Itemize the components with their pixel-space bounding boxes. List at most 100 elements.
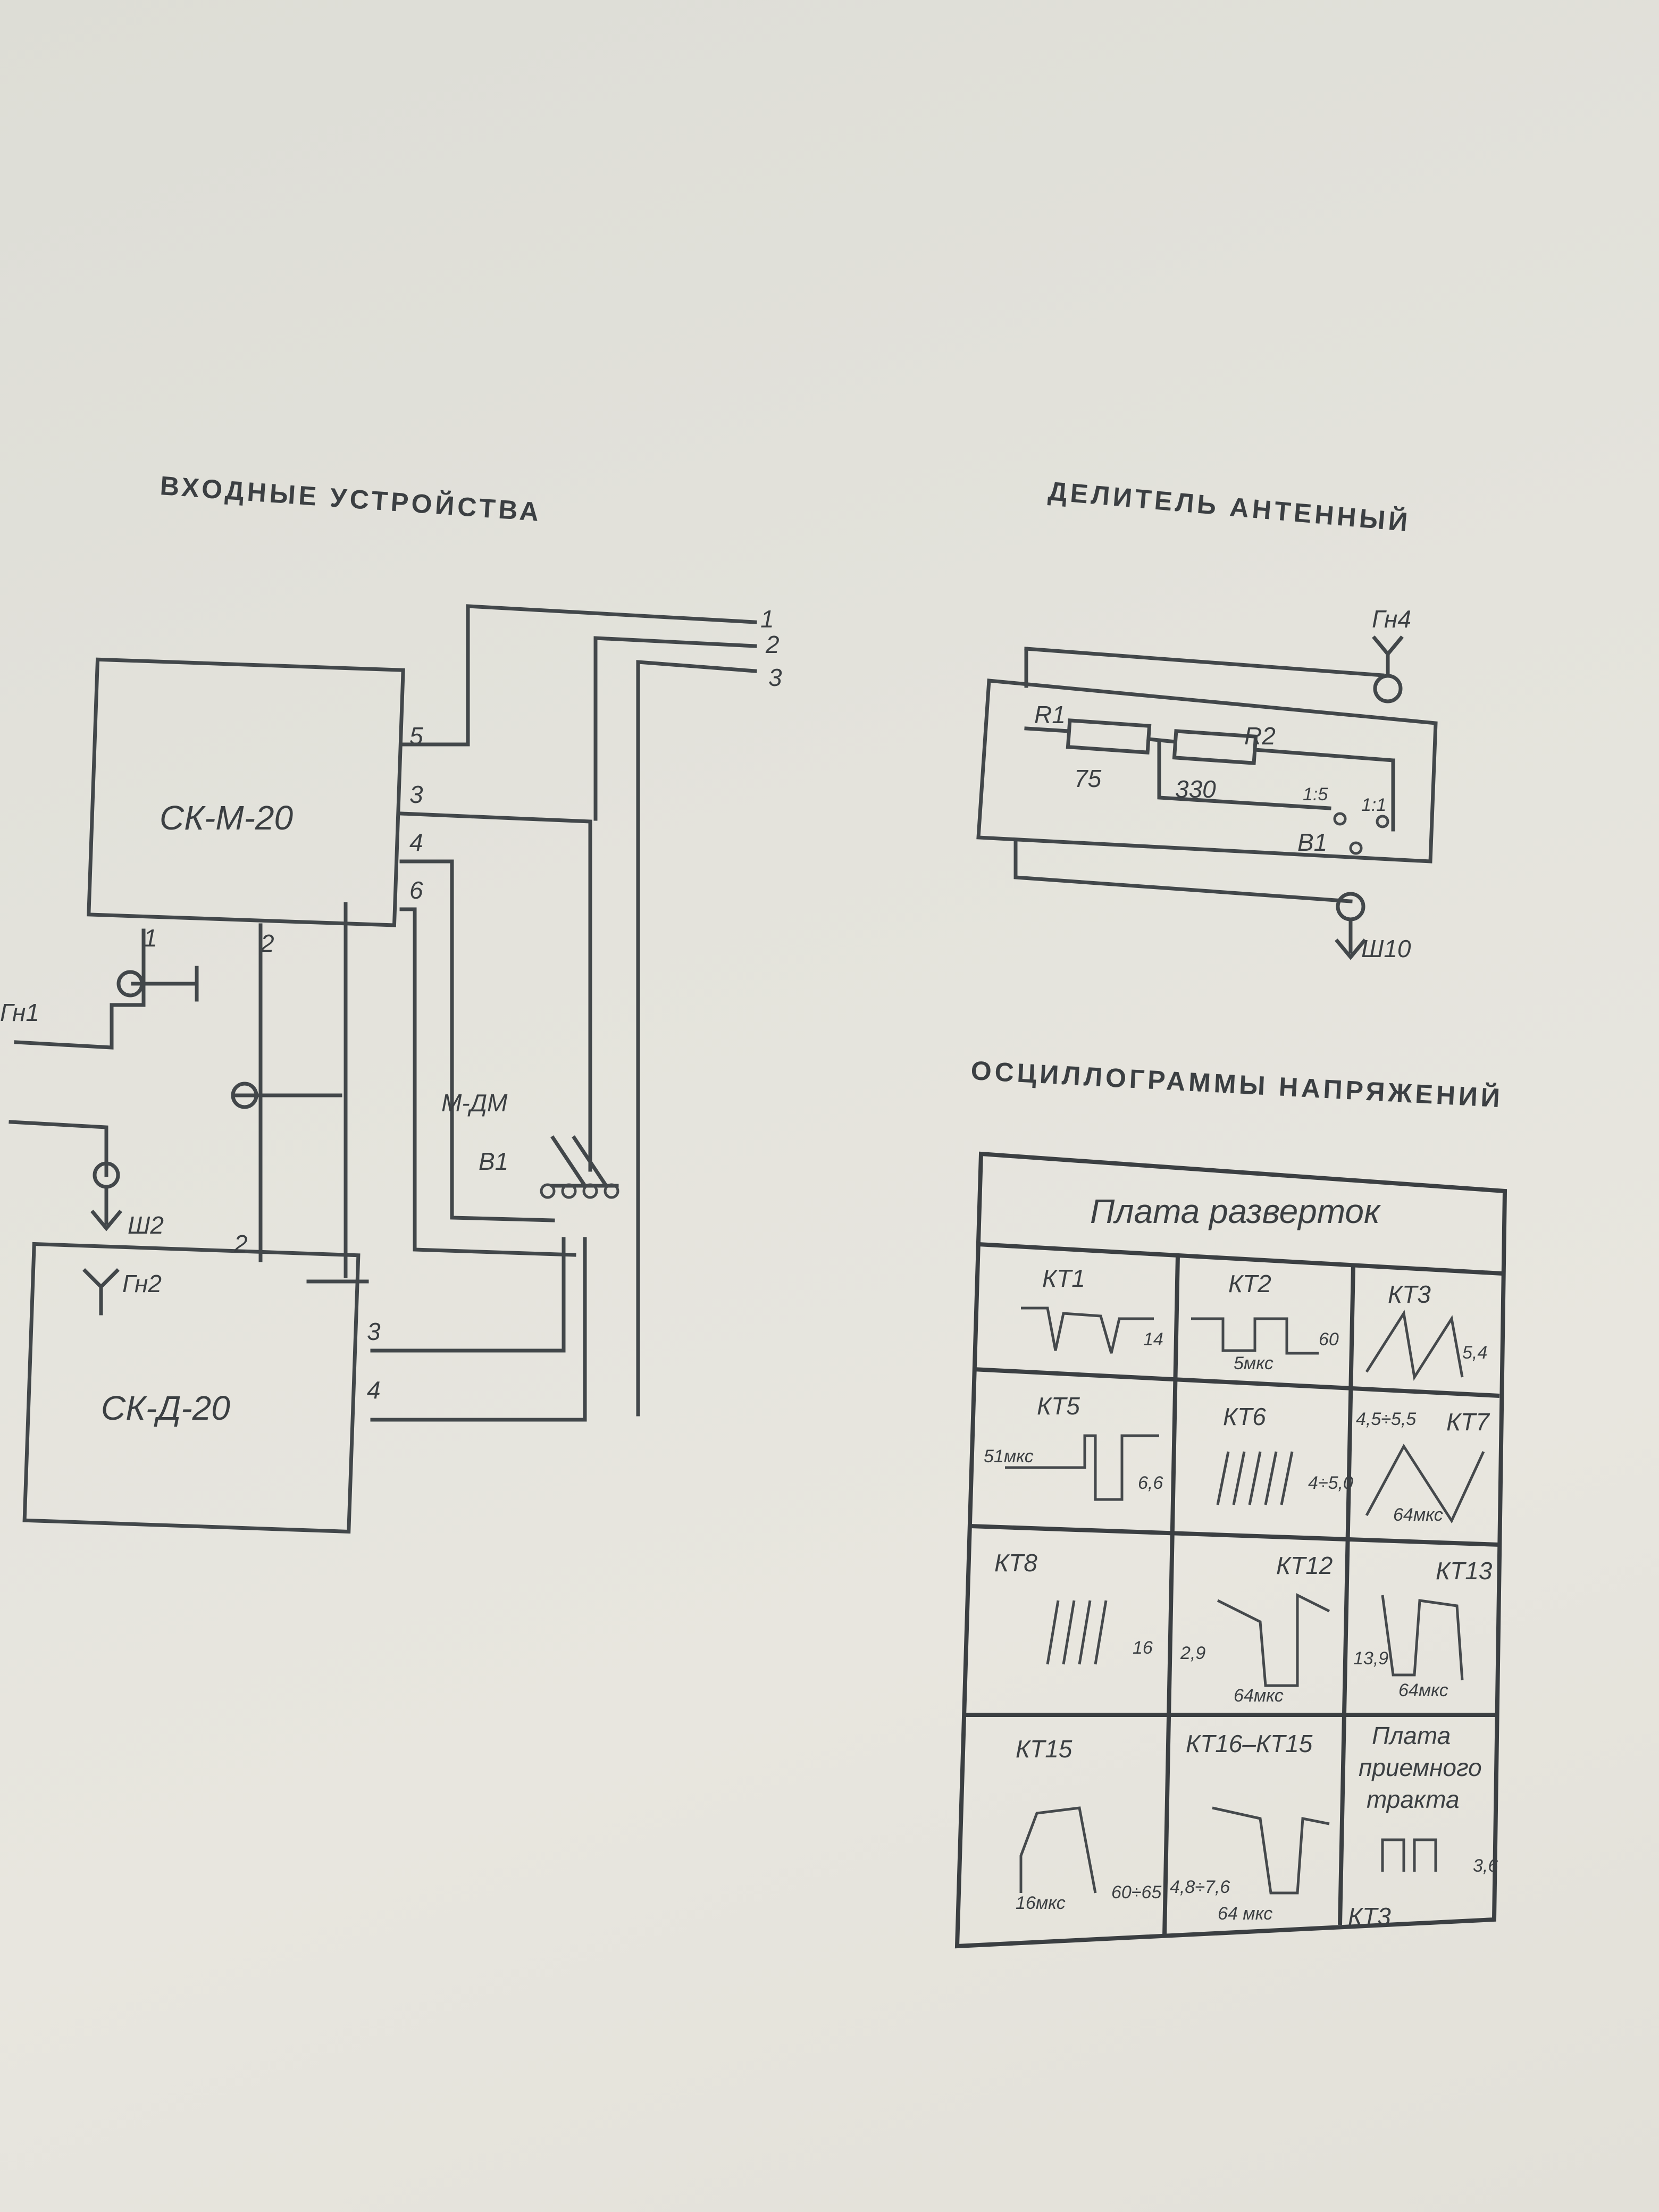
cell-kt16-kt15: КТ16–КТ15 4,8÷7,6 64 мкс: [1170, 1730, 1330, 1924]
block-bottom: [22, 1242, 361, 1534]
resistor-r1: [1066, 718, 1152, 755]
cell-title-line: приемного: [1359, 1754, 1482, 1781]
waveform: [1217, 1593, 1330, 1687]
oscillograms-section: ОСЦИЛЛОГРАММЫ НАПРЯЖЕНИЙ Плата разверток…: [954, 1055, 1507, 1949]
waveform: [1365, 1444, 1485, 1524]
cell-value: 6,6: [1138, 1473, 1163, 1493]
pin-label: 3: [367, 1318, 381, 1345]
waveform: [1046, 1600, 1108, 1665]
plug-arrow-icon: [90, 1186, 122, 1231]
r1-ref: R1: [1034, 701, 1066, 728]
output-wire-3: [636, 660, 757, 1417]
table-rule: [973, 1367, 1500, 1398]
cell-note: 64мкс: [1398, 1680, 1448, 1700]
cell-kt1: КТ1 14: [1021, 1264, 1163, 1354]
pin-label: 2: [233, 1230, 248, 1258]
contact-icon: [1376, 815, 1389, 828]
contact-icon: [604, 1183, 619, 1199]
switch-pos-a: 1:5: [1303, 784, 1328, 805]
oscillograms-heading: ОСЦИЛЛОГРАММЫ НАПРЯЖЕНИЙ: [970, 1055, 1504, 1113]
switch-label: М-ДМ: [441, 1089, 508, 1117]
socket-icon: [231, 1082, 258, 1109]
wire-bottom: [1013, 838, 1353, 903]
cell-name: КТ5: [1037, 1392, 1080, 1420]
block-bottom-label: СК-Д-20: [101, 1389, 230, 1427]
waveform: [1381, 1838, 1437, 1872]
block-top-label: СК-М-20: [160, 799, 293, 837]
waveform: [1191, 1317, 1319, 1355]
waveform: [1019, 1806, 1097, 1893]
cell-kt3: КТ3 5,4: [1365, 1280, 1487, 1381]
output-label: 3: [768, 664, 782, 691]
cell-note: 64 мкс: [1218, 1904, 1272, 1924]
cell-kt7: КТ7 4,5÷5,5 64мкс: [1356, 1408, 1490, 1525]
r2-ref: R2: [1244, 722, 1276, 750]
cell-name: КТ12: [1276, 1552, 1333, 1579]
waveform: [1381, 1595, 1464, 1681]
contact-icon: [1349, 841, 1363, 855]
output-wire-2: [593, 636, 757, 821]
antenna-icon: [82, 1268, 120, 1316]
cell-name: КТ16–КТ15: [1186, 1730, 1313, 1757]
jack-label: Ш2: [128, 1211, 164, 1239]
contact-icon: [582, 1183, 598, 1199]
cell-value: 60: [1319, 1329, 1339, 1350]
cell-kt6: КТ6 4÷5,0: [1216, 1403, 1353, 1505]
pin-label: 6: [409, 876, 423, 904]
waveform: [1021, 1306, 1154, 1354]
cell-kt12: КТ12 2,9 64мкс: [1180, 1552, 1333, 1706]
cell-note: 16мкс: [1016, 1893, 1066, 1913]
cell-kt5: КТ5 51мкс 6,6: [984, 1392, 1163, 1501]
cell-name: КТ6: [1223, 1403, 1266, 1430]
cell-value: 5,4: [1462, 1343, 1487, 1363]
cell-name: КТ7: [1446, 1408, 1490, 1436]
waveform: [1365, 1310, 1464, 1381]
wire-pin1: [110, 928, 146, 1007]
cell-name: КТ13: [1436, 1557, 1493, 1585]
input-devices-heading: ВХОДНЫЕ УСТРОЙСТВА: [159, 470, 543, 527]
pin-label: 4: [367, 1376, 381, 1404]
cell-name: КТ1: [1042, 1264, 1085, 1292]
table-rule: [978, 1242, 1503, 1276]
table-rule: [1338, 1265, 1355, 1925]
wire-gn1: [14, 1003, 114, 1050]
antenna-icon: [1372, 635, 1404, 677]
cell-kt13: КТ13 13,9 64мкс: [1353, 1557, 1493, 1700]
cell-name: КТ2: [1228, 1270, 1271, 1297]
cell-kt2: КТ2 5мкс 60: [1191, 1270, 1339, 1373]
plug-arrow-icon: [1335, 918, 1367, 960]
cell-value: 2,9: [1180, 1643, 1205, 1663]
cell-value: 4÷5,0: [1308, 1473, 1353, 1493]
antenna-divider-heading: ДЕЛИТЕЛЬ АНТЕННЫЙ: [1047, 475, 1412, 537]
divider-wiring: [1024, 726, 1395, 810]
output-label: 1: [760, 605, 774, 633]
waveform: [1216, 1451, 1294, 1505]
cell-value: 4,8÷7,6: [1170, 1877, 1230, 1897]
wire-top: [1024, 647, 1385, 688]
divider-frame: [976, 678, 1438, 864]
cell-note: 51мкс: [984, 1446, 1034, 1467]
cell-name: КТ15: [1016, 1735, 1073, 1763]
jack-top-label: Гн4: [1372, 605, 1411, 633]
socket-icon: [1336, 892, 1365, 921]
pin-label: 3: [409, 781, 423, 808]
cell-kt15: КТ15 16мкс 60÷65: [1016, 1735, 1161, 1913]
wire-bottom-3: [370, 1237, 566, 1353]
plug-bottom-label: Ш10: [1361, 935, 1411, 962]
cell-receiver-kt3: Плата приемного тракта 3,6 КТ3: [1348, 1722, 1498, 1930]
output-label: 2: [765, 631, 780, 658]
r2-value: 330: [1175, 775, 1216, 803]
pin-label: 1: [144, 924, 157, 952]
switch-contacts-icon: [550, 1135, 619, 1188]
wire-pin6: [399, 907, 576, 1257]
contact-icon: [540, 1183, 556, 1199]
resistor-r2: [1172, 729, 1258, 765]
r1-value: 75: [1074, 765, 1102, 792]
cell-value: 4,5÷5,5: [1356, 1409, 1416, 1429]
cell-title-line: тракта: [1367, 1786, 1460, 1813]
jack-label: Гн1: [0, 999, 39, 1026]
cell-value: 14: [1143, 1329, 1163, 1350]
wire-pin3: [399, 811, 592, 1172]
waveform: [1212, 1806, 1330, 1895]
cell-value: 13,9: [1353, 1648, 1388, 1669]
